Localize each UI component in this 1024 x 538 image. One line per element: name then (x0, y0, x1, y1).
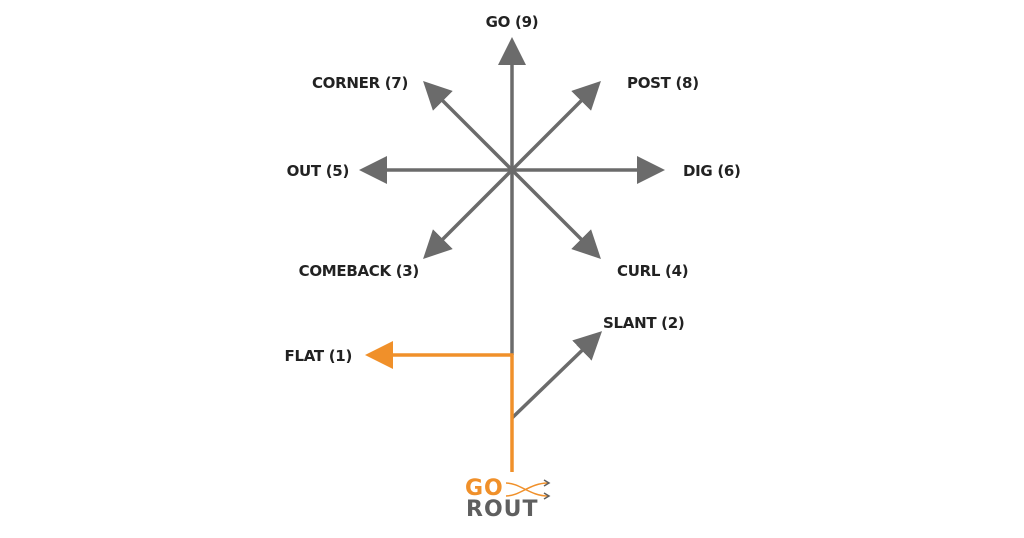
comeback-route-line (423, 168, 514, 259)
slant-route-line (510, 331, 603, 420)
logo-line1: GO (465, 476, 504, 501)
curl-label: CURL (4) (617, 262, 688, 280)
go-label: GO (9) (486, 13, 539, 31)
dig-label: DIG (6) (683, 162, 741, 180)
route-lines (359, 37, 665, 420)
curl-route-line (510, 168, 601, 259)
out-label: OUT (5) (287, 162, 349, 180)
corner-route-line (423, 81, 514, 172)
slant-label: SLANT (2) (603, 314, 684, 332)
corner-label: CORNER (7) (312, 74, 408, 92)
logo-line2: ROUT (466, 497, 539, 522)
post-route-line (510, 81, 601, 172)
highlighted-route (365, 341, 514, 472)
flat-label: FLAT (1) (285, 347, 352, 365)
logo-arrows-icon (505, 479, 551, 500)
goroute-logo: GO ROUT (465, 476, 551, 522)
post-label: POST (8) (627, 74, 699, 92)
comeback-label: COMEBACK (3) (299, 262, 419, 280)
route-labels: GO (9) POST (8) CORNER (7) DIG (6) OUT (… (285, 13, 741, 365)
